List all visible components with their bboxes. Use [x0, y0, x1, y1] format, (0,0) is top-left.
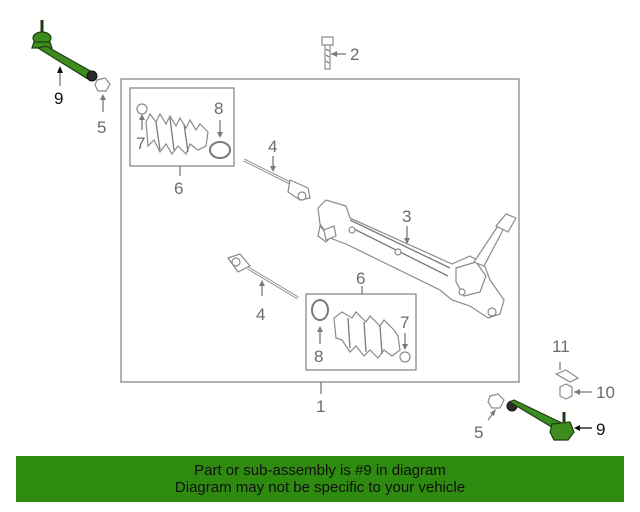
boot-kit-box-lower [305, 293, 417, 371]
bracket-part-11 [554, 362, 580, 383]
tie-rod-end-left-part-9[interactable] [31, 20, 98, 82]
leader-arrow-8a [217, 132, 223, 138]
callout-7-upper[interactable]: 7 [136, 134, 145, 153]
banner-line-disclaimer: Diagram may not be specific to your vehi… [174, 479, 466, 496]
callout-6-lower[interactable]: 6 [356, 269, 365, 288]
callout-10[interactable]: 10 [596, 383, 615, 402]
ring-part-8-upper [209, 141, 231, 159]
leader-arrow-8b [317, 326, 323, 332]
nut-part-10 [559, 383, 573, 400]
boot-part-upper [145, 112, 209, 156]
leader-arrow-4a [270, 166, 276, 172]
callout-7-lower[interactable]: 7 [400, 313, 409, 332]
callout-4-lower[interactable]: 4 [256, 305, 265, 324]
callout-1[interactable]: 1 [316, 397, 325, 416]
clamp-part-7-lower [399, 351, 411, 363]
ring-part-8-lower [311, 299, 329, 321]
banner-line-part-number: Part or sub-assembly is #9 in diagram [194, 462, 446, 479]
boot-kit-box-upper [129, 87, 235, 167]
nut-left-part-5 [94, 77, 111, 92]
leader-arrow-5a [100, 94, 106, 100]
inner-tie-rod-lower-part-4 [227, 253, 299, 300]
part-notice-banner: Part or sub-assembly is #9 in diagram Di… [16, 456, 624, 502]
callout-3[interactable]: 3 [402, 207, 411, 226]
leader-arrow-3 [404, 238, 410, 244]
rack-housing-part-3 [317, 199, 517, 319]
callout-2[interactable]: 2 [350, 45, 359, 64]
leader-arrow-7b [402, 344, 408, 350]
leader-arrow-9b [574, 425, 580, 431]
callout-5-left[interactable]: 5 [97, 118, 106, 137]
leader-arrow-5b [490, 409, 496, 416]
callout-11[interactable]: 11 [552, 337, 570, 356]
leader-arrow-2 [331, 51, 337, 57]
boot-part-lower [333, 311, 401, 359]
inner-tie-rod-upper-part-4 [243, 158, 311, 201]
leader-arrow-4b [259, 280, 265, 286]
leader-arrow-10 [574, 389, 580, 395]
callout-4-upper[interactable]: 4 [268, 137, 277, 156]
leader-arrow-9a [57, 66, 63, 73]
leader-arrow-7a [139, 114, 145, 120]
tie-rod-end-right-part-9[interactable] [506, 399, 575, 441]
callout-9-left[interactable]: 9 [54, 89, 63, 108]
bolt-part-2 [321, 36, 334, 70]
callout-8-upper[interactable]: 8 [214, 99, 223, 118]
clamp-part-7-upper [136, 103, 148, 115]
callout-6-upper[interactable]: 6 [174, 179, 183, 198]
steering-rack-diagram: 2 9 5 7 8 6 4 [31, 20, 615, 442]
callout-8-lower[interactable]: 8 [314, 347, 323, 366]
callout-9-right[interactable]: 9 [596, 420, 605, 439]
nut-right-part-5 [487, 393, 505, 409]
callout-5-right[interactable]: 5 [474, 423, 483, 442]
